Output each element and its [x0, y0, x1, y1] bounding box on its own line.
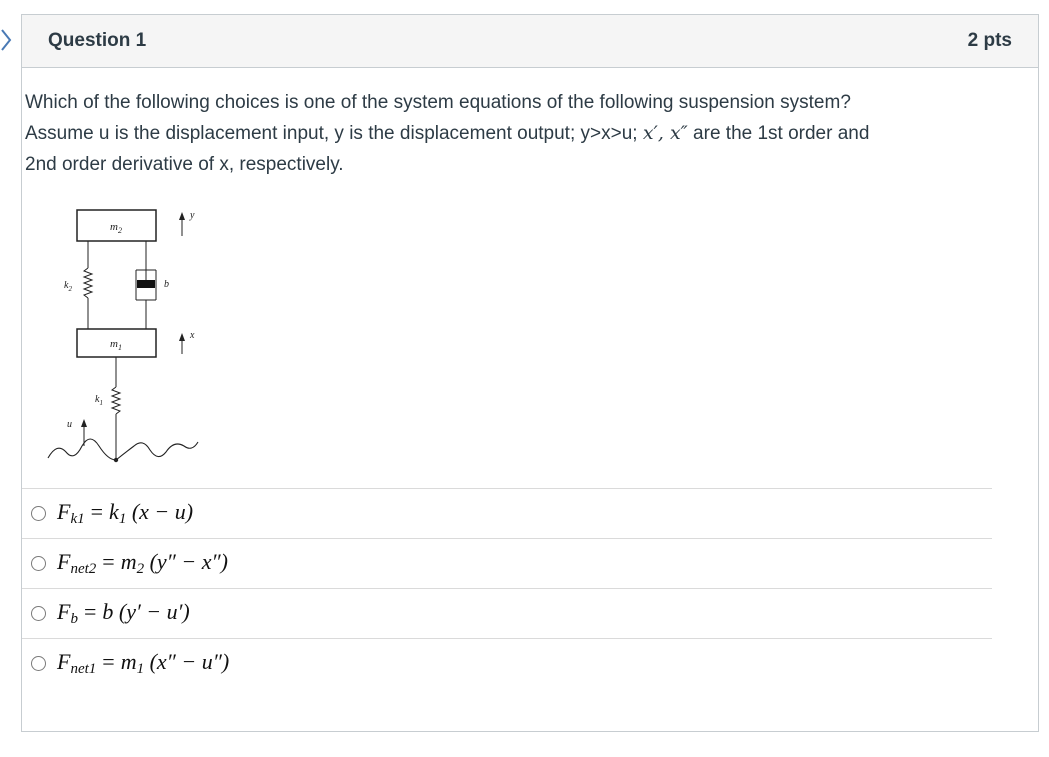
radio-button[interactable] [31, 606, 46, 621]
label-k2: k2 [64, 280, 72, 293]
answer-equation: Fk1=k1 (x − u) [57, 499, 194, 527]
road-profile [47, 438, 199, 461]
question-text-line1: Which of the following choices is one of… [25, 92, 851, 113]
derivative-notation: x′, x″ [642, 122, 688, 144]
label-y: y [189, 210, 195, 221]
question-header: Question 1 2 pts [22, 15, 1038, 68]
label-k1: k1 [95, 394, 103, 407]
answer-equation: Fnet2=m2 (y″ − x″) [57, 549, 228, 577]
answer-option-4[interactable]: Fnet1=m1 (x″ − u″) [22, 638, 992, 688]
question-text: Which of the following choices is one of… [25, 87, 995, 180]
label-x: x [189, 330, 195, 341]
answer-equation: Fb=b (y′ − u′) [57, 599, 190, 627]
label-u: u [67, 419, 72, 430]
radio-button[interactable] [31, 556, 46, 571]
answer-list: Fk1=k1 (x − u) Fnet2=m2 (y″ − x″) Fb=b (… [22, 488, 992, 688]
question-title: Question 1 [48, 30, 147, 51]
question-points: 2 pts [967, 30, 1012, 51]
answer-option-2[interactable]: Fnet2=m2 (y″ − x″) [22, 538, 992, 588]
suspension-system-diagram: m2 y k2 b m1 x k1 u [47, 209, 199, 463]
label-m1: m1 [110, 338, 122, 352]
label-b: b [164, 279, 169, 290]
label-m2: m2 [110, 221, 122, 235]
radio-button[interactable] [31, 506, 46, 521]
answer-option-1[interactable]: Fk1=k1 (x − u) [22, 488, 992, 538]
mass-m2-box [76, 209, 157, 242]
radio-button[interactable] [31, 656, 46, 671]
question-text-line3: 2nd order derivative of x, respectively. [25, 154, 344, 175]
answer-equation: Fnet1=m1 (x″ − u″) [57, 649, 230, 677]
answer-option-3[interactable]: Fb=b (y′ − u′) [22, 588, 992, 638]
question-card: Question 1 2 pts [21, 14, 1039, 732]
chevron-right-icon[interactable] [0, 28, 14, 52]
question-text-line2: Assume u is the displacement input, y is… [25, 122, 870, 144]
